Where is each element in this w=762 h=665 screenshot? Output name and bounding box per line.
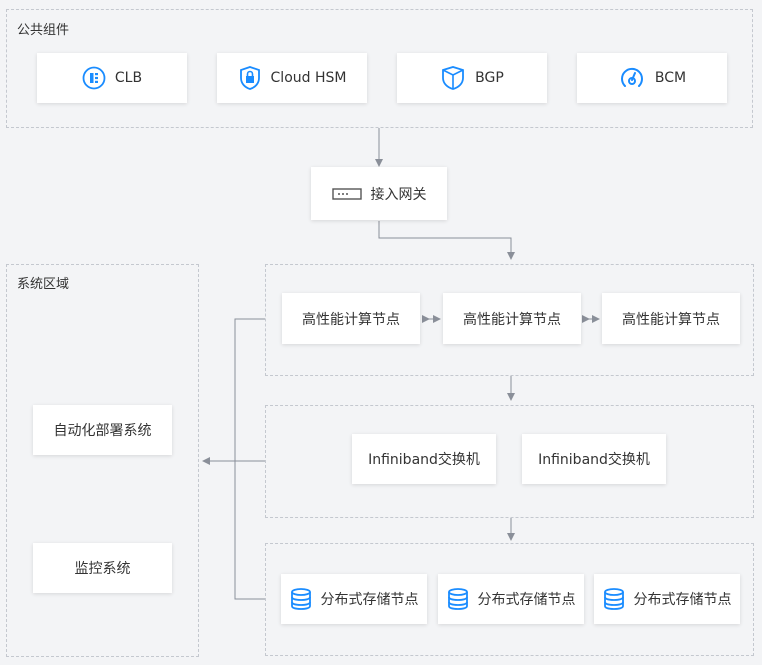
ib-switch-node-2[interactable]: Infiniband交换机: [522, 434, 666, 484]
gateway-device-icon: [331, 187, 362, 200]
system-zone-label: 系统区域: [17, 277, 70, 292]
storage-node-3[interactable]: 分布式存储节点: [594, 574, 740, 624]
bracket-connector: [234, 318, 265, 600]
bgp-label: BGP: [475, 70, 504, 86]
bcm-node[interactable]: BCM: [577, 53, 727, 103]
ib-switch-1-label: Infiniband交换机: [368, 452, 480, 468]
ib-switch-node-1[interactable]: Infiniband交换机: [352, 434, 496, 484]
bgp-shield-icon: [440, 65, 466, 91]
deploy-system-node[interactable]: 自动化部署系统: [33, 405, 172, 455]
ib-switch-2-label: Infiniband交换机: [538, 452, 650, 468]
hpc-node-1[interactable]: 高性能计算节点: [282, 293, 420, 344]
hpc-group: [265, 264, 754, 376]
deploy-system-label: 自动化部署系统: [53, 423, 152, 439]
cloud-hsm-label: Cloud HSM: [270, 70, 347, 86]
gateway-label: 接入网关: [370, 186, 427, 203]
hpc-node-1-label: 高性能计算节点: [302, 311, 400, 328]
clb-label: CLB: [114, 70, 143, 86]
monitor-system-label: 监控系统: [74, 561, 131, 577]
bcm-label: BCM: [654, 70, 687, 86]
hpc-node-2-label: 高性能计算节点: [463, 311, 561, 328]
switch-group: [265, 405, 754, 518]
storage-3-label: 分布式存储节点: [633, 592, 732, 608]
storage-2-label: 分布式存储节点: [477, 592, 576, 608]
database-icon: [603, 587, 625, 611]
clb-icon: [82, 66, 106, 90]
bgp-node[interactable]: BGP: [397, 53, 547, 103]
lock-shield-icon: [238, 65, 262, 91]
monitor-system-node[interactable]: 监控系统: [33, 543, 172, 593]
storage-node-1[interactable]: 分布式存储节点: [281, 574, 427, 624]
gateway-node[interactable]: 接入网关: [311, 167, 447, 220]
database-icon: [290, 587, 312, 611]
gauge-icon: [618, 64, 646, 92]
storage-1-label: 分布式存储节点: [320, 592, 419, 608]
public-components-label: 公共组件: [17, 23, 70, 38]
hpc-node-3[interactable]: 高性能计算节点: [602, 293, 740, 344]
public-components-group: [6, 9, 753, 128]
hpc-node-2[interactable]: 高性能计算节点: [443, 293, 581, 344]
arrow-gateway-to-hpc: [378, 221, 515, 260]
storage-group: [265, 543, 754, 656]
storage-node-2[interactable]: 分布式存储节点: [438, 574, 584, 624]
clb-node[interactable]: CLB: [37, 53, 187, 103]
system-zone-group: [6, 264, 199, 657]
cloud-hsm-node[interactable]: Cloud HSM: [217, 53, 367, 103]
database-icon: [447, 587, 469, 611]
hpc-node-3-label: 高性能计算节点: [622, 311, 720, 328]
